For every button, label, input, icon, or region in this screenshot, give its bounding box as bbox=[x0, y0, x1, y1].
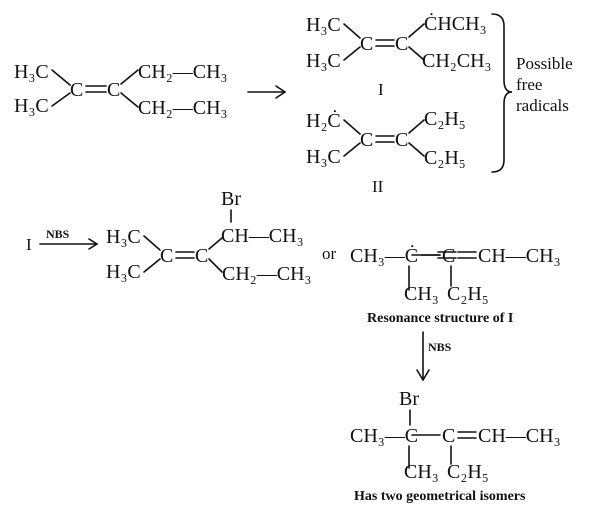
product-1-br: Br bbox=[221, 188, 241, 210]
reactant-c2: C bbox=[107, 79, 120, 101]
product-1-structure: Br H₃C H₃C C C CH—CH₃ CH₂—CH₃ bbox=[106, 188, 312, 285]
resonance-left: CH₃—Ċ bbox=[350, 244, 418, 267]
resonance-sub-left: CH₃ bbox=[404, 283, 439, 305]
radical-I-left-top: H₃C bbox=[306, 14, 341, 36]
bond bbox=[208, 237, 223, 250]
bond bbox=[343, 46, 361, 61]
bond bbox=[51, 92, 71, 107]
resonance-sub-right: C₂H₅ bbox=[447, 283, 489, 305]
down-arrow: NBS bbox=[416, 331, 452, 382]
brace bbox=[491, 13, 513, 173]
bond bbox=[343, 23, 361, 39]
bond bbox=[208, 258, 223, 273]
reactant-c1: C bbox=[70, 79, 83, 101]
bond bbox=[120, 92, 139, 108]
resonance-right: CH—CH₃ bbox=[478, 245, 561, 267]
resonance-caption: Resonance structure of I bbox=[367, 311, 513, 326]
product-2-middle: C bbox=[442, 425, 455, 447]
radical-II-left-top: H₂Ċ bbox=[306, 109, 341, 132]
bond bbox=[408, 46, 425, 61]
product-1-left-top: H₃C bbox=[106, 226, 141, 248]
bond bbox=[408, 119, 425, 134]
reaction-arrow bbox=[247, 85, 287, 99]
bond bbox=[143, 258, 161, 273]
bond bbox=[408, 142, 425, 157]
bond bbox=[143, 235, 161, 251]
reactant-right-bottom: CH₂—CH₃ bbox=[138, 97, 228, 119]
product-2-caption: Has two geometrical isomers bbox=[354, 489, 526, 504]
or-word: or bbox=[322, 244, 337, 263]
reactant-left-top: H₃C bbox=[14, 61, 49, 83]
radical-II-right-bottom: C₂H₅ bbox=[424, 147, 466, 169]
radical-I-structure: H₃C H₃C C C ĊHCH₃ CH₂CH₃ I bbox=[306, 12, 492, 99]
radical-II-right-top: C₂H₅ bbox=[424, 108, 466, 130]
bond bbox=[408, 23, 425, 38]
radical-I-right-top: ĊHCH₃ bbox=[424, 12, 487, 35]
bond bbox=[120, 69, 139, 85]
reactant-structure: H₃C H₃C C C CH₂—CH₃ CH₂—CH₃ bbox=[14, 61, 228, 119]
radical-II-c2: C bbox=[395, 129, 408, 151]
radical-II-c1: C bbox=[360, 129, 373, 151]
product-2-br: Br bbox=[399, 388, 419, 410]
bond bbox=[343, 119, 361, 135]
radical-I-right-bottom: CH₂CH₃ bbox=[422, 50, 492, 72]
step2-start-label: I bbox=[26, 235, 32, 254]
reactant-left-bottom: H₃C bbox=[14, 95, 49, 117]
step2-reagent: NBS bbox=[46, 227, 70, 241]
step2-start: I NBS bbox=[26, 227, 99, 254]
product-2-left: CH₃—C bbox=[350, 425, 418, 447]
product-1-c1: C bbox=[160, 245, 173, 267]
bond bbox=[51, 69, 71, 86]
radical-I-left-bottom: H₃C bbox=[306, 50, 341, 72]
resonance-structure: CH₃—Ċ C CH—CH₃ CH₃ C₂H₅ Resonance struct… bbox=[350, 244, 561, 326]
down-reagent: NBS bbox=[428, 340, 452, 354]
product-2-right: CH—CH₃ bbox=[478, 425, 561, 447]
product-1-left-bottom: H₃C bbox=[106, 261, 141, 283]
brace-label-line-2: free bbox=[516, 75, 542, 94]
product-2-sub-right: C₂H₅ bbox=[447, 461, 489, 483]
resonance-middle: C bbox=[442, 245, 455, 267]
radical-II-label: II bbox=[372, 177, 384, 196]
product-2-sub-left: CH₃ bbox=[404, 461, 439, 483]
radical-II-left-bottom: H₃C bbox=[306, 146, 341, 168]
product-1-ch-br: CH—CH₃ bbox=[221, 225, 304, 247]
radical-I-label: I bbox=[378, 80, 384, 99]
reactant-right-top: CH₂—CH₃ bbox=[138, 61, 228, 83]
brace-label-line-1: Possible bbox=[516, 54, 573, 73]
product-1-right-bottom: CH₂—CH₃ bbox=[222, 263, 312, 285]
bond bbox=[343, 142, 361, 157]
radical-I-c1: C bbox=[360, 33, 373, 55]
product-1-c2: C bbox=[195, 245, 208, 267]
radical-II-structure: H₂Ċ H₃C C C C₂H₅ C₂H₅ II bbox=[306, 108, 466, 196]
arrow-head bbox=[88, 238, 99, 250]
product-2-structure: Br CH₃—C C CH—CH₃ CH₃ C₂H₅ Has two geome… bbox=[350, 388, 561, 504]
brace-label-line-3: radicals bbox=[516, 96, 569, 115]
radical-I-c2: C bbox=[395, 33, 408, 55]
